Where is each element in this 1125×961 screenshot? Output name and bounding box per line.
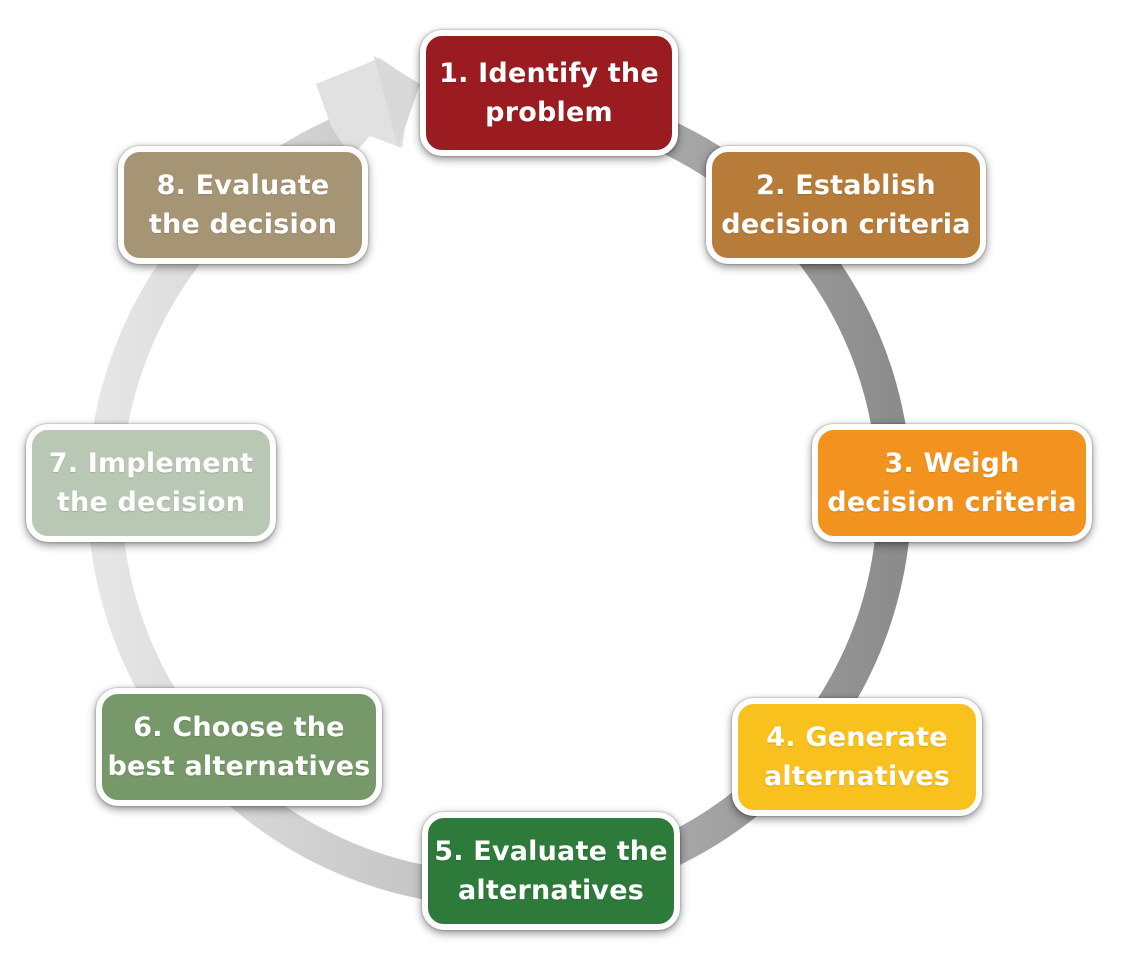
step-label: 4. Generate alternatives: [764, 722, 950, 792]
step-label: 7. Implement the decision: [48, 448, 254, 518]
step-label: 1. Identify the problem: [439, 58, 659, 128]
step-label: 8. Evaluate the decision: [148, 170, 338, 240]
step-implement-decision: 7. Implement the decision: [26, 424, 276, 542]
step-generate-alternatives: 4. Generate alternatives: [732, 698, 982, 816]
step-label: 3. Weigh decision criteria: [827, 448, 1077, 518]
step-evaluate-decision: 8. Evaluate the decision: [118, 146, 368, 264]
step-label: 5. Evaluate the alternatives: [434, 836, 668, 906]
step-label: 2. Establish decision criteria: [721, 170, 971, 240]
step-evaluate-alternatives: 5. Evaluate the alternatives: [422, 812, 680, 930]
cycle-arrowhead-tip: [374, 56, 420, 148]
step-choose-best: 6. Choose the best alternatives: [96, 688, 382, 806]
step-label: 6. Choose the best alternatives: [107, 712, 371, 782]
step-weigh-criteria: 3. Weigh decision criteria: [812, 424, 1092, 542]
step-identify-problem: 1. Identify the problem: [420, 30, 678, 156]
step-establish-criteria: 2. Establish decision criteria: [706, 146, 986, 264]
